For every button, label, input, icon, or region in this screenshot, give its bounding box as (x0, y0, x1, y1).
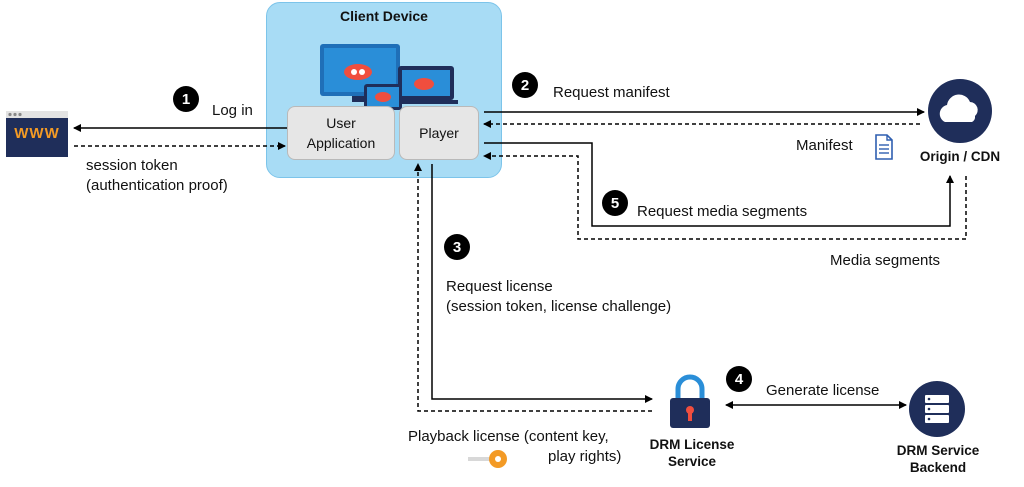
log-in-label: Log in (212, 102, 253, 119)
playback-license-arrow (414, 163, 652, 412)
request-manifest-label: Request manifest (553, 84, 670, 101)
origin-cdn-label: Origin / CDN (919, 149, 1001, 164)
lock-icon (670, 374, 710, 428)
drm-service-backend-label: DRM Service Backend (896, 443, 980, 475)
website-icon: WWW (6, 111, 68, 157)
authentication-proof-label: (authentication proof) (86, 177, 228, 194)
session-token-label: session token (86, 157, 178, 174)
cloud-icon (928, 79, 992, 143)
request-license-label: Request license (446, 278, 553, 295)
playback-license-label: Playback license (content key, (408, 428, 609, 445)
request-license-params-label: (session token, license challenge) (446, 298, 672, 315)
user-application-component[interactable]: User Application (287, 106, 395, 160)
generate-license-label: Generate license (766, 382, 880, 399)
devices-illustration-icon (320, 44, 458, 110)
document-icon (875, 134, 893, 160)
manifest-label: Manifest (796, 137, 853, 154)
drm-license-service-label: DRM License Service (649, 437, 735, 469)
step-5-badge: 5 (602, 190, 628, 216)
server-icon (909, 381, 965, 437)
client-device-title: Client Device (340, 8, 428, 24)
step-3-badge: 3 (444, 234, 470, 260)
key-icon (468, 450, 507, 468)
step-1-badge: 1 (173, 86, 199, 112)
media-segments-arrow (483, 152, 967, 240)
play-rights-label: play rights) (548, 448, 622, 465)
website-logo-text: WWW (14, 125, 60, 142)
request-license-arrow (431, 164, 653, 403)
media-segments-label: Media segments (830, 252, 941, 269)
request-media-segments-label: Request media segments (637, 203, 808, 220)
step-2-badge: 2 (512, 72, 538, 98)
request-media-arrow (484, 142, 954, 227)
step-4-badge: 4 (726, 366, 752, 392)
player-component[interactable]: Player (399, 106, 479, 160)
